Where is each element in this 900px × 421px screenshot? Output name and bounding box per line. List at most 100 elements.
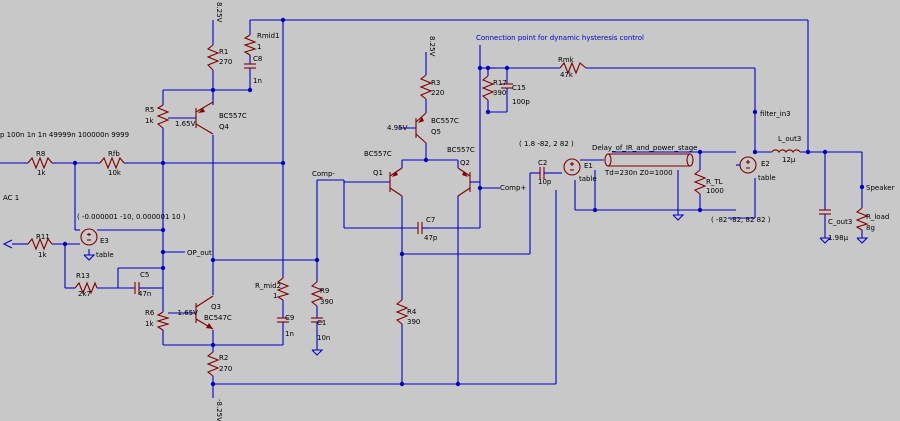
label-vpos-q5: 8.25V — [428, 36, 436, 57]
label-C1-name: C1 — [317, 319, 326, 327]
label-RTL-value: 1000 — [706, 187, 724, 195]
label-E1-value: table — [579, 175, 597, 183]
label-E3-name: E3 — [100, 237, 109, 245]
label-C2-value: 10p — [538, 178, 552, 186]
transmission-line-T1 — [604, 153, 694, 167]
label-R1-name: R1 — [219, 48, 228, 56]
transistor-Q3 — [195, 295, 214, 330]
label-R1-value: 270 — [219, 58, 232, 66]
capacitor-C5 — [134, 282, 147, 294]
label-C5-name: C5 — [140, 271, 149, 279]
label-Rmk-name: Rmk — [558, 56, 575, 64]
label-R6-value: 1k — [145, 320, 154, 328]
label-ac: AC 1 — [3, 194, 19, 202]
resistor-R6 — [156, 311, 170, 331]
label-R2-value: 270 — [219, 365, 232, 373]
label-RTL-name: R_TL — [706, 178, 723, 186]
resistor-R2 — [206, 351, 220, 377]
label-Rmid1-value: 1 — [257, 43, 261, 51]
label-filter-in: filter_in3 — [760, 110, 791, 118]
resistor-Rmk — [559, 61, 587, 75]
label-C8-name: C8 — [253, 55, 262, 63]
capacitor-C15 — [501, 83, 513, 96]
label-Q2-name: Q2 — [460, 159, 470, 167]
resistor-R9 — [310, 281, 324, 307]
label-R3-value: 220 — [431, 89, 444, 97]
label-annotation: Connection point for dynamic hysteresis … — [476, 34, 644, 42]
label-Q3-name: Q3 — [211, 303, 221, 311]
label-R9-name: R9 — [320, 287, 329, 295]
label-C1-value: 10n — [317, 334, 330, 342]
label-Rmid1-name: Rmid1 — [257, 32, 280, 40]
label-speaker: Speaker — [866, 184, 895, 192]
label-e3-table: ( -0.000001 -10, 0.000001 10 ) — [77, 213, 186, 221]
label-R5-name: R5 — [145, 106, 154, 114]
label-delay: Delay_of_IR_and_power_stage — [592, 144, 698, 152]
label-E2-value: table — [758, 174, 776, 182]
label-Rmid2-value: 1 — [273, 292, 277, 300]
label-E2-name: E2 — [761, 160, 770, 168]
label-Cout3-name: C_out3 — [828, 218, 852, 226]
label-Q4-name: Q4 — [219, 123, 230, 131]
resistor-Rfb — [99, 156, 125, 170]
label-R13-name: R13 — [76, 272, 90, 280]
label-Lout3-name: L_out3 — [778, 135, 801, 143]
label-Rfb-name: Rfb — [108, 150, 120, 158]
resistor-R4 — [395, 299, 409, 325]
label-R5-value: 1k — [145, 117, 154, 125]
label-R9-value: 390 — [320, 298, 333, 306]
label-Rmid2-name: R_mid2 — [255, 282, 281, 290]
label-C9-value: 1n — [285, 330, 294, 338]
label-R17-value: 390 — [493, 89, 506, 97]
resistor-R5 — [156, 104, 170, 129]
resistor-R1 — [206, 44, 220, 71]
source-E3 — [80, 228, 98, 246]
label-T1: Td=230n Z0=1000 — [604, 169, 673, 177]
label-e1-table: ( 1.8 -82, 2 82 ) — [519, 140, 574, 148]
label-step: p 100n 1n 1n 49999n 100000n 9999 — [0, 131, 129, 139]
source-E2 — [736, 156, 757, 174]
label-R8-name: R8 — [36, 150, 45, 158]
label-e2-table: ( -82 -82, 82 82 ) — [711, 216, 771, 224]
label-vq4: 1.65V — [175, 120, 196, 128]
label-R11-name: R11 — [36, 233, 50, 241]
label-R4-value: 390 — [407, 318, 420, 326]
resistor-RTL — [693, 169, 707, 195]
label-Q1-model: BC557C — [364, 150, 392, 158]
label-R8-value: 1k — [37, 169, 46, 177]
label-E3-value: table — [96, 251, 114, 259]
label-Q3-model: BC547C — [204, 314, 232, 322]
label-C7-value: 47p — [424, 234, 438, 242]
label-Cout3-value: 1.98µ — [828, 234, 849, 242]
label-R17-name: R17 — [493, 79, 507, 87]
label-R13-value: 2k7 — [78, 290, 91, 298]
capacitor-C9 — [277, 317, 289, 330]
wires — [0, 19, 863, 398]
label-R3-name: R3 — [431, 79, 440, 87]
label-Q4-model: BC557C — [219, 112, 247, 120]
label-comp-minus: Comp- — [312, 170, 335, 178]
resistor-R17 — [481, 75, 495, 101]
capacitor-C2 — [539, 167, 552, 179]
label-vpos: 8.25V — [215, 2, 223, 23]
label-C8-value: 1n — [253, 77, 262, 85]
label-comp-plus: Comp+ — [500, 184, 526, 192]
label-C2-name: C2 — [538, 159, 547, 167]
resistor-R11 — [27, 237, 53, 251]
capacitor-C1 — [311, 317, 323, 330]
label-C7-name: C7 — [426, 216, 435, 224]
label-vq3: -1.65V — [175, 309, 198, 317]
label-E1-name: E1 — [584, 162, 593, 170]
label-vq5: 4.95V — [387, 124, 408, 132]
inductor-Lout3 — [771, 149, 801, 154]
capacitor-Cout3 — [819, 209, 831, 220]
transistor-Q5 — [398, 112, 427, 144]
label-C5-value: 47n — [138, 290, 151, 298]
resistor-Rload — [855, 207, 869, 231]
label-Q5-model: BC557C — [431, 117, 459, 125]
label-C15-value: 100p — [512, 98, 530, 106]
resistor-R13 — [74, 281, 98, 295]
label-R4-name: R4 — [407, 308, 417, 316]
